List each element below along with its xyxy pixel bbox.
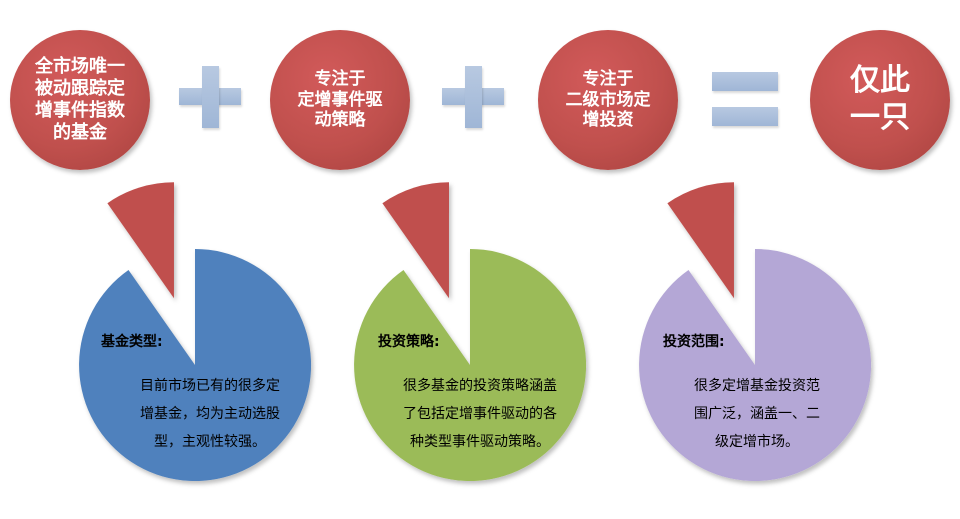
pie3-main-slice	[639, 248, 872, 481]
pie3-line: 很多定增基金投资范	[694, 378, 820, 394]
circle3-line: 二级市场定	[565, 89, 651, 110]
pie2-main-slice	[354, 248, 587, 481]
circle1-line: 增事件指数	[35, 100, 125, 121]
pie3-exploded-slice	[667, 182, 734, 299]
circle-unique-fund: 全市场唯一 被动跟踪定 增事件指数 的基金	[10, 30, 150, 170]
pie2-line: 种类型事件驱动策略。	[410, 434, 550, 450]
circle-only-one: 仅此 一只	[810, 30, 950, 170]
circle4-line: 仅此	[850, 63, 910, 99]
pie2-line: 了包括定增事件驱动的各	[403, 406, 557, 422]
pie2-label: 投资策略:	[378, 334, 440, 350]
pie2-text: 很多基金的投资策略涵盖 了包括定增事件驱动的各 种类型事件驱动策略。	[380, 372, 580, 456]
equals-icon-bottom	[712, 107, 778, 126]
pie1-label: 基金类型:	[101, 334, 163, 350]
pie1-line: 型，主观性较强。	[154, 434, 266, 450]
pie1-exploded-slice	[107, 182, 174, 299]
circle1-line: 被动跟踪定	[35, 78, 125, 100]
equals-icon-top	[712, 72, 778, 91]
pie2-exploded-slice	[382, 182, 449, 299]
circle-event-strategy: 专注于 定增事件驱 动策略	[270, 30, 410, 170]
pie1-main-slice	[79, 248, 312, 481]
pie1-line: 增基金，均为主动选股	[140, 406, 280, 422]
circle3-line: 专注于	[582, 68, 634, 89]
circle-secondary-market: 专注于 二级市场定 增投资	[538, 30, 678, 170]
pie2-line: 很多基金的投资策略涵盖	[403, 378, 557, 394]
circle2-line: 定增事件驱	[297, 89, 383, 110]
circle2-line: 专注于	[314, 68, 366, 89]
circle1-line: 全市场唯一	[35, 56, 125, 78]
plus-icon-vertical	[202, 66, 219, 128]
pie1-line: 目前市场已有的很多定	[140, 378, 280, 394]
circle3-line: 增投资	[582, 110, 634, 131]
circle4-line: 一只	[850, 100, 910, 135]
circle2-line: 动策略	[314, 110, 366, 131]
circle1-line: 的基金	[53, 121, 107, 143]
pie3-line: 级定增市场。	[715, 434, 799, 450]
pie3-line: 围广泛，涵盖一、二	[694, 406, 820, 422]
pie3-text: 很多定增基金投资范 围广泛，涵盖一、二 级定增市场。	[672, 372, 842, 456]
pie1-text: 目前市场已有的很多定 增基金，均为主动选股 型，主观性较强。	[115, 372, 305, 456]
plus-icon-vertical	[465, 66, 482, 128]
pie3-label: 投资范围:	[663, 334, 725, 350]
